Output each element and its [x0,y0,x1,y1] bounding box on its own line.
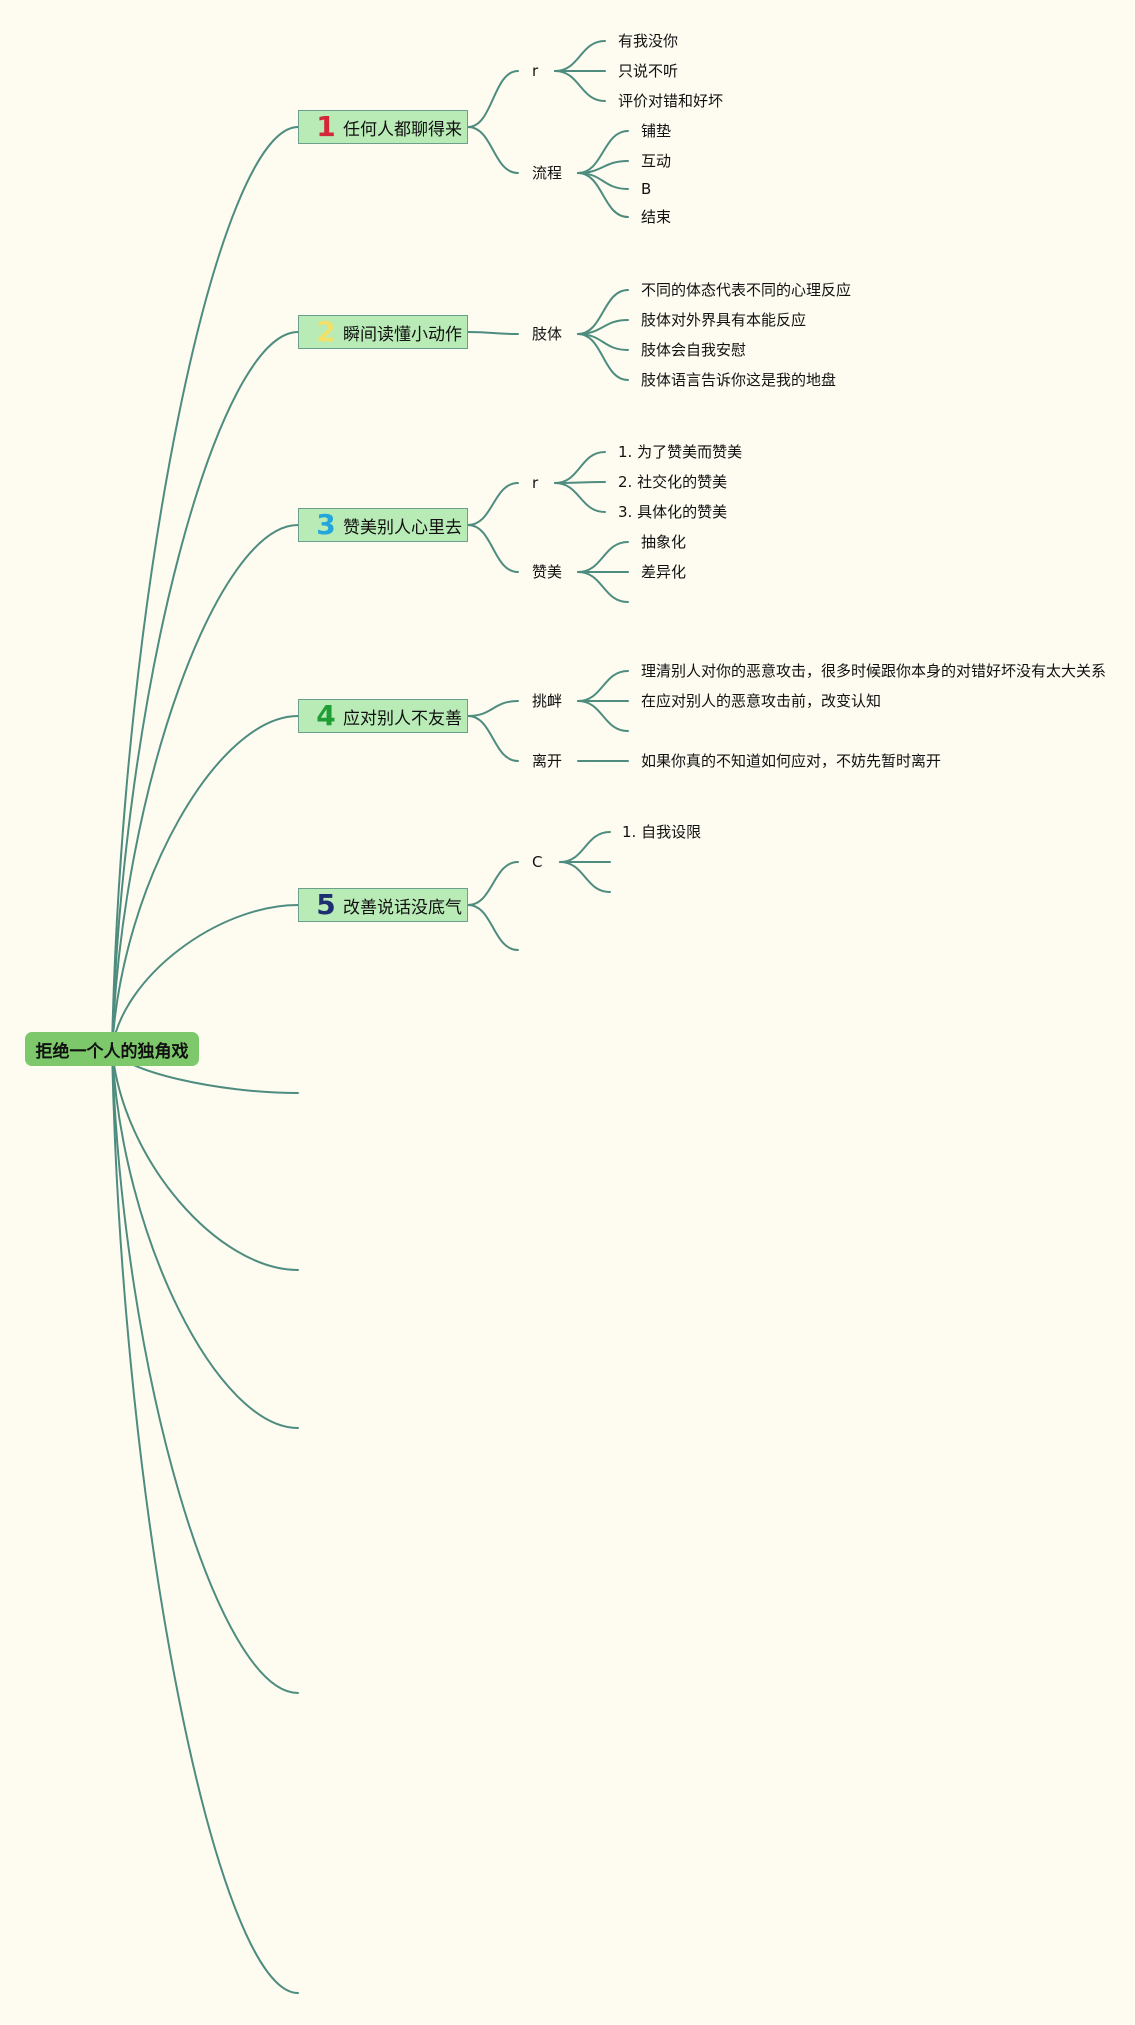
topic-3-branch-r[interactable]: r [532,474,539,492]
root-label: 拒绝一个人的独角戏 [35,1041,189,1062]
r-to-leaf-line [554,40,606,72]
c-to-leaf-line [559,831,611,863]
topic-4-label: 应对别人不友善 [343,708,462,729]
leaf-label[interactable]: 有我没你 [618,32,679,50]
topic-1-branch-r[interactable]: r [532,62,539,80]
leaf-label[interactable]: 2. 社交化的赞美 [618,473,728,491]
topic-5-to-empty-line [467,904,519,951]
topic-1-to-r-line [467,70,519,128]
leaf-label[interactable]: 1. 为了赞美而赞美 [618,443,743,461]
root-to-topic-2-line [111,331,299,1050]
leaf-label[interactable]: 抽象化 [641,533,687,551]
leaf-label[interactable]: 差异化 [641,563,687,581]
topic-3-branch-praise[interactable]: 赞美 [532,563,563,581]
leaf-label[interactable]: 如果你真的不知道如何应对，不妨先暂时离开 [641,752,942,770]
root-to-topic-1-line [111,126,299,1050]
leaf-label[interactable]: B [641,180,652,198]
topic-4-number: 4 [316,699,336,732]
body-to-leaf-line [577,333,629,381]
topic-4-branch-provoke[interactable]: 挑衅 [532,692,563,710]
topic-2-to-body-line [467,331,519,335]
root-empty-branch-3-line [111,1048,299,1429]
topic-3-label: 赞美别人心里去 [343,517,462,538]
leaf-label[interactable]: 在应对别人的恶意攻击前，改变认知 [641,692,882,710]
topic-2-label: 瞬间读懂小动作 [343,324,462,345]
topic-1-number: 1 [316,110,336,143]
topic-2-node[interactable]: 2 瞬间读懂小动作 [298,315,468,349]
topic-5-number: 5 [316,888,336,921]
leaf-label[interactable]: 铺垫 [641,122,672,140]
leaf-label[interactable]: 肢体对外界具有本能反应 [641,311,807,329]
topic-5-branch-c[interactable]: C [532,853,543,871]
root-empty-branch-2-line [111,1048,299,1271]
topic-3-to-r-line [467,482,519,526]
topic-1-label: 任何人都聊得来 [343,119,462,140]
topic-5-node[interactable]: 5 改善说话没底气 [298,888,468,922]
r-to-leaf-line [554,451,606,484]
topic-4-branch-leave[interactable]: 离开 [532,752,563,770]
root-empty-branch-5-line [111,1048,299,1994]
topic-5-label: 改善说话没底气 [343,897,462,918]
root-to-topic-3-line [111,524,299,1050]
leaf-label[interactable]: 只说不听 [618,62,679,80]
leaf-label[interactable]: 评价对错和好坏 [618,92,724,110]
praise-to-leaf-line [577,571,629,603]
topic-4-to-leave-line [467,715,519,762]
leaf-label[interactable]: 理清别人对你的恶意攻击，很多时候跟你本身的对错好坏没有太大关系 [641,662,1107,680]
root-to-topic-5-line [111,904,299,1050]
topic-3-number: 3 [316,508,336,541]
process-to-leaf-line [577,172,629,218]
provoke-to-leaf-line [577,700,629,732]
praise-to-leaf-line [577,541,629,573]
root-to-topic-4-line [111,715,299,1050]
topic-1-branch-process[interactable]: 流程 [532,164,563,182]
topic-5-to-c-line [467,861,519,906]
topic-3-to-praise-line [467,524,519,573]
topic-1-node[interactable]: 1 任何人都聊得来 [298,110,468,144]
leaf-label[interactable]: 结束 [641,208,672,226]
leaf-label[interactable]: 肢体会自我安慰 [641,341,747,359]
topic-1-to-process-line [467,126,519,174]
c-to-leaf-line [559,861,611,893]
leaf-label[interactable]: 肢体语言告诉你这是我的地盘 [641,371,837,389]
topic-3-node[interactable]: 3 赞美别人心里去 [298,508,468,542]
topic-4-to-provoke-line [467,700,519,717]
leaf-label[interactable]: 互动 [641,152,672,170]
r-to-leaf-line [554,70,606,102]
leaf-label[interactable]: 不同的体态代表不同的心理反应 [641,281,852,299]
root-empty-branch-4-line [111,1048,299,1694]
topic-2-branch-body[interactable]: 肢体 [532,325,563,343]
leaf-label[interactable]: 1. 自我设限 [622,823,702,841]
r-to-leaf-line [554,481,606,484]
provoke-to-leaf-line [577,670,629,702]
topic-4-node[interactable]: 4 应对别人不友善 [298,699,468,733]
r-to-leaf-line [554,482,606,513]
leaf-label[interactable]: 3. 具体化的赞美 [618,503,728,521]
topic-2-number: 2 [316,315,336,348]
root-node[interactable]: 拒绝一个人的独角戏 [25,1032,199,1066]
